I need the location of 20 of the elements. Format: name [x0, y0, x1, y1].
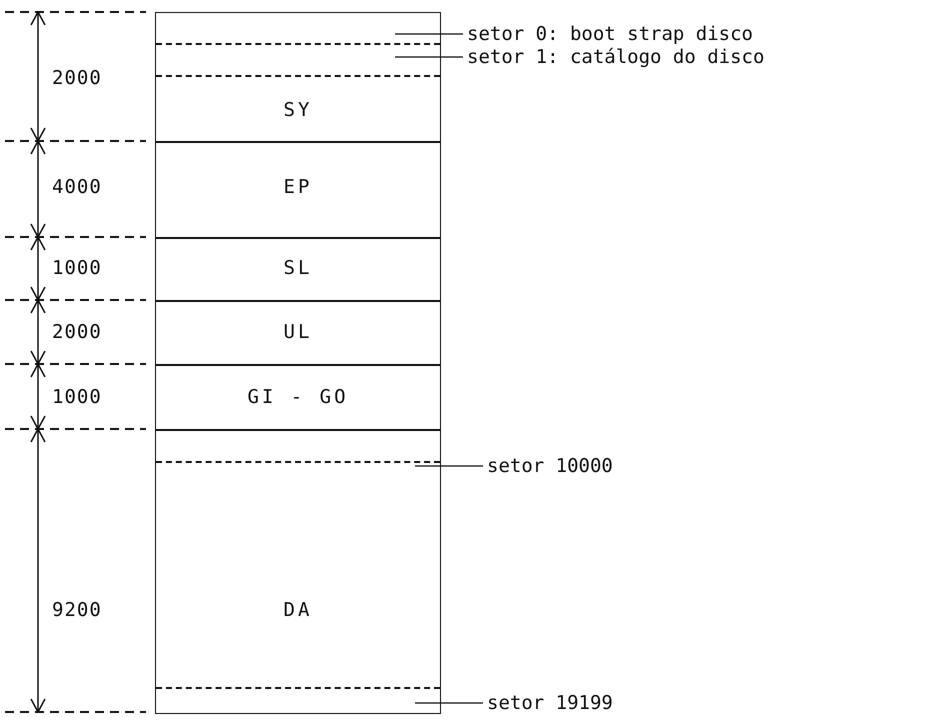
leader-line: [415, 465, 483, 467]
memory-region-band: [155, 141, 441, 239]
leader-line: [395, 33, 463, 35]
leader-line: [395, 56, 463, 58]
region-label: EP: [282, 176, 314, 198]
memory-region-band: [155, 237, 441, 302]
leader-line: [415, 702, 483, 704]
memory-region-band: [155, 12, 441, 143]
memory-region-band: [155, 364, 441, 431]
region-label: UL: [282, 321, 314, 343]
region-label: SL: [282, 257, 314, 279]
sector-label: setor 1: catálogo do disco: [467, 46, 764, 68]
memory-region-band: [155, 300, 441, 366]
sector-label: setor 0: boot strap disco: [467, 23, 753, 45]
region-label: DA: [282, 599, 314, 621]
region-label: GI - GO: [246, 386, 350, 408]
sector-label: setor 10000: [487, 455, 613, 477]
region-label: SY: [282, 99, 314, 121]
sector-label: setor 19199: [487, 692, 613, 714]
memory-region-band: [155, 429, 441, 714]
